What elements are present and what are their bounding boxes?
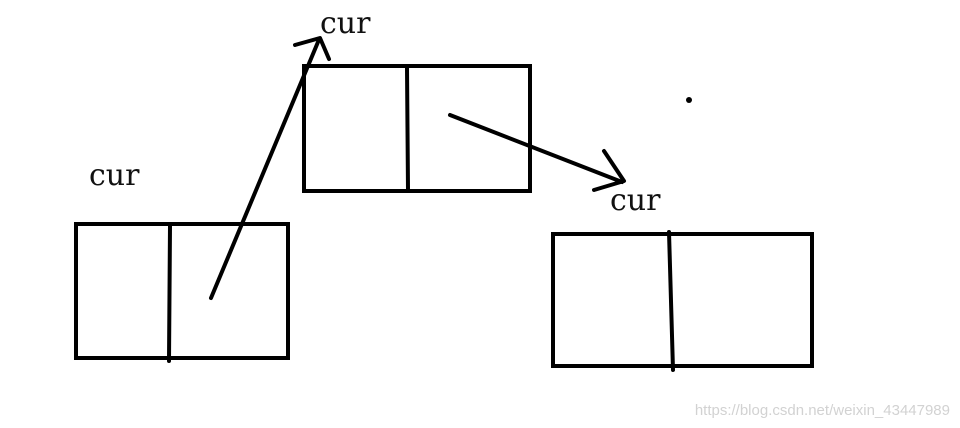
node-left-box xyxy=(74,222,290,360)
cur-label-left: cur xyxy=(89,158,140,193)
list-node-middle xyxy=(302,64,532,193)
arrow-left-to-middle xyxy=(209,36,331,300)
cur-label-right: cur xyxy=(610,183,661,218)
stray-dot xyxy=(686,97,692,103)
list-node-right xyxy=(551,230,814,372)
watermark-text: https://blog.csdn.net/weixin_43447989 xyxy=(695,402,950,419)
list-node-left xyxy=(74,222,290,363)
arrow-middle-to-right-head xyxy=(592,149,626,192)
node-left-divider xyxy=(167,224,172,363)
node-middle-divider xyxy=(405,66,410,192)
arrow-left-to-middle-shaft xyxy=(209,40,320,300)
node-right-box xyxy=(551,232,814,368)
arrow-middle-to-right-shaft xyxy=(448,113,624,184)
arrow-middle-to-right xyxy=(448,113,626,192)
arrow-left-to-middle-head xyxy=(293,36,331,61)
cur-label-middle: cur xyxy=(320,6,371,41)
node-middle-box xyxy=(302,64,532,193)
node-right-divider xyxy=(667,230,675,372)
